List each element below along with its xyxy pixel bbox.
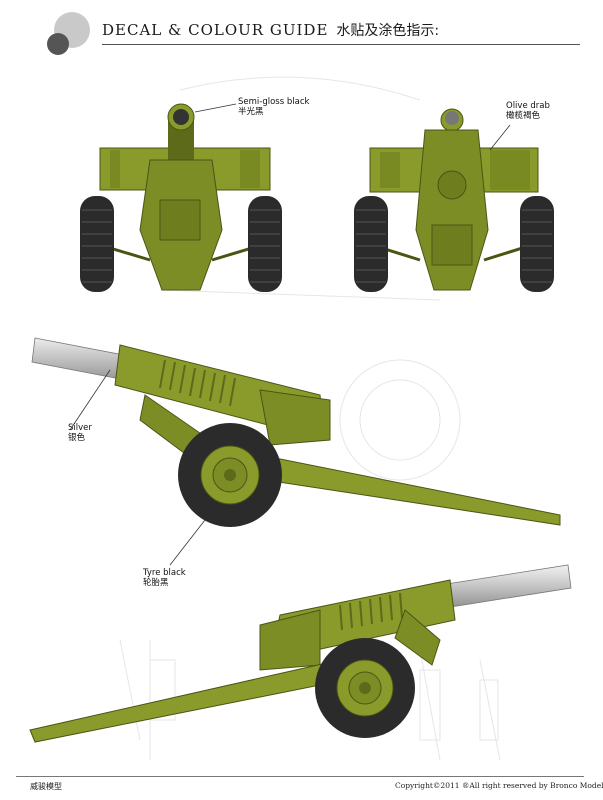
callout-semi-gloss-en: Semi-gloss black — [238, 97, 310, 107]
footer-divider — [16, 776, 584, 777]
howitzer-front-view — [80, 103, 282, 292]
callout-olive-drab: Olive drab 橄榄褐色 — [506, 101, 550, 121]
howitzer-left-profile — [31, 337, 561, 566]
howitzer-right-profile — [29, 564, 572, 743]
logo-circles-icon — [47, 12, 90, 55]
page-title: DECAL & COLOUR GUIDE 水贴及涂色指示: — [102, 20, 439, 40]
title-en: DECAL & COLOUR GUIDE — [102, 21, 329, 39]
howitzer-rear-view — [354, 108, 554, 292]
callout-olive-drab-en: Olive drab — [506, 101, 550, 111]
title-cn: 水贴及涂色指示: — [336, 23, 440, 39]
callout-silver-en: Silver — [68, 423, 92, 433]
footer-brand-cn: 威骏模型 — [30, 782, 62, 791]
callout-tyre-black: Tyre black 轮胎黑 — [143, 568, 186, 588]
callout-semi-gloss-cn: 半光黑 — [238, 107, 264, 117]
callout-tyre-black-en: Tyre black — [143, 568, 186, 578]
callout-silver-cn: 银色 — [68, 433, 86, 443]
footer-copyright: Copyright©2011 ®All right reserved by Br… — [395, 781, 603, 790]
header-divider — [102, 44, 580, 45]
callout-silver: Silver 银色 — [68, 423, 92, 443]
callout-olive-drab-cn: 橄榄褐色 — [506, 111, 541, 121]
callout-tyre-black-cn: 轮胎黑 — [143, 578, 169, 588]
callout-semi-gloss-black: Semi-gloss black 半光黑 — [238, 97, 309, 117]
background-sketch — [119, 76, 501, 761]
